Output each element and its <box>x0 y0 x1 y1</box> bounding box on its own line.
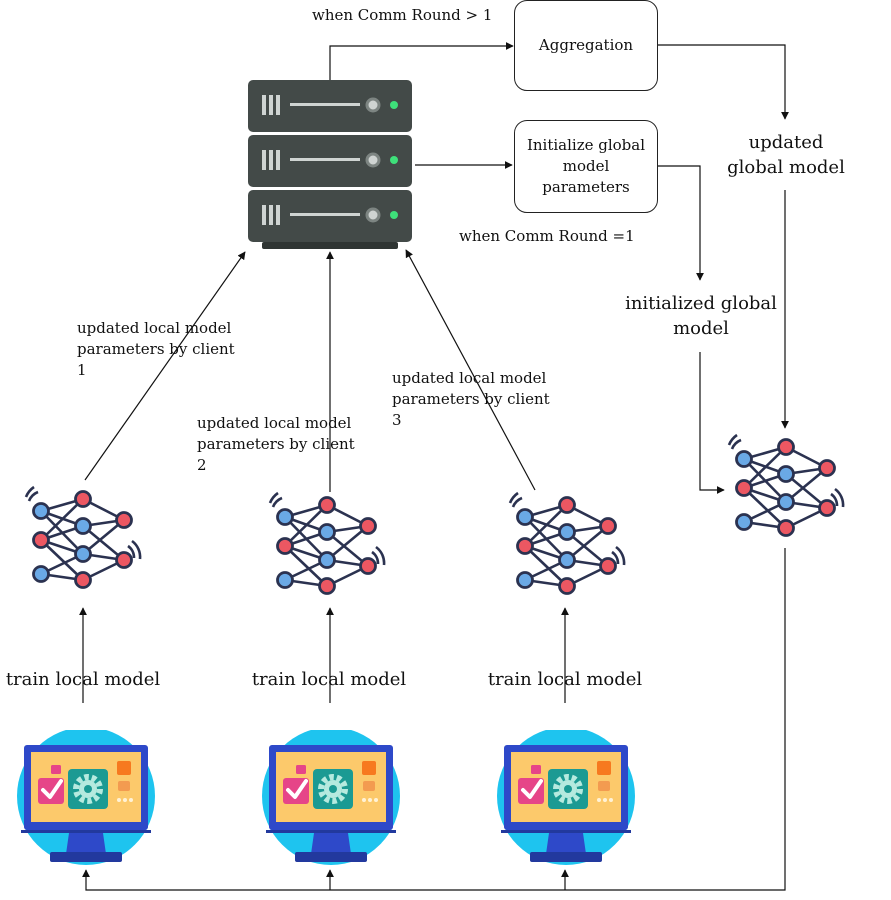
neural-network-icon <box>24 485 142 589</box>
server-rack-icon <box>248 80 412 249</box>
client1-params-label: updated local model parameters by client… <box>77 319 235 379</box>
train-local-model-label-1: train local model <box>5 669 161 690</box>
client-computer-icon <box>17 727 155 865</box>
client2-params-label: updated local model parameters by client… <box>197 414 355 474</box>
neural-network-icon <box>727 433 845 537</box>
updated-global-model-label: updated global model <box>727 132 845 178</box>
train-local-model-label-2: train local model <box>251 669 407 690</box>
comm-round-equal-label: when Comm Round =1 <box>459 227 635 245</box>
train-local-model-label-3: train local model <box>487 669 643 690</box>
comm-round-greater-label: when Comm Round > 1 <box>312 6 493 24</box>
connector-arrows <box>79 42 789 891</box>
client-computer-icon <box>497 727 635 865</box>
neural-network-icon <box>508 491 626 595</box>
client-computer-icon <box>262 727 400 865</box>
aggregation-label: Aggregation <box>538 36 634 54</box>
initialize-box: Initialize global model parameters <box>514 120 658 213</box>
neural-network-icon <box>268 491 386 595</box>
client3-params-label: updated local model parameters by client… <box>392 369 550 429</box>
initialize-label: Initialize global model parameters <box>526 136 646 196</box>
aggregation-box: Aggregation <box>514 0 658 91</box>
initialized-global-model-label: initialized global model <box>625 293 777 339</box>
